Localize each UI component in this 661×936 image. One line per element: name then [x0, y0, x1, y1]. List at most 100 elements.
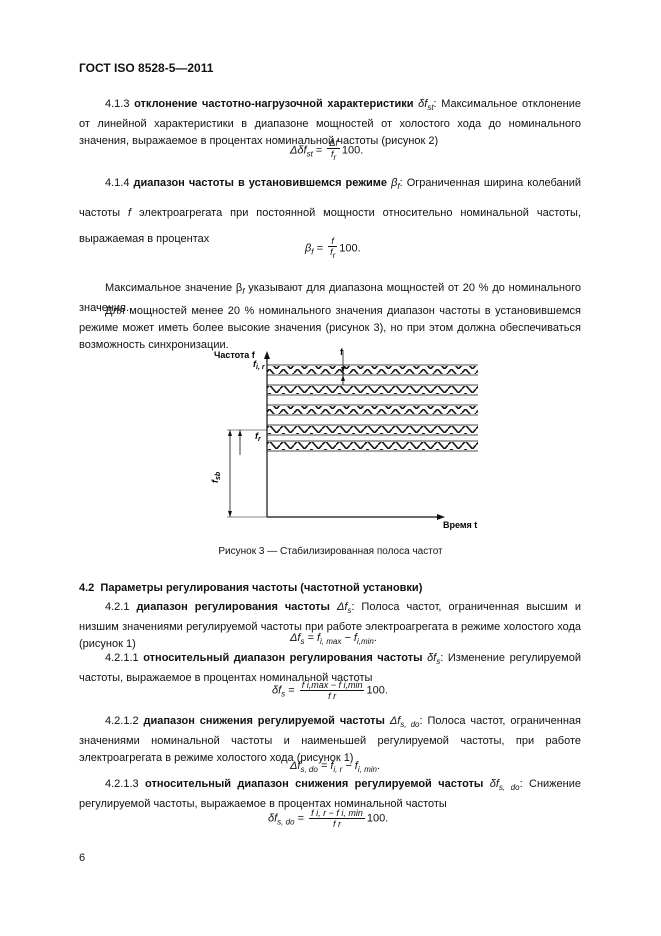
page-number: 6	[79, 852, 86, 864]
label-f-ir: fi, r	[253, 359, 266, 371]
equation-4-2-1: Δfs = fi, max − fi,min.	[290, 632, 377, 646]
section-number: 4.2.1	[105, 601, 130, 613]
eq-rhs: = f	[304, 632, 321, 644]
figure-caption: Рисунок 3 — Стабилизированная полоса час…	[218, 546, 443, 557]
section-4-2-heading: 4.2 Параметры регулирования частоты (час…	[79, 580, 581, 597]
term: относительный диапазон снижения регулиру…	[145, 778, 484, 790]
symbol: δf	[418, 98, 428, 110]
eq-lhs-sub: f	[311, 247, 314, 257]
eq-mid: − f	[342, 760, 358, 772]
term: отклонение частотно-нагрузочной характер…	[134, 98, 414, 110]
eq-den-sub: r	[332, 250, 336, 260]
document-header: ГОСТ ISO 8528-5—2011	[79, 61, 214, 75]
symbol: Δf	[336, 601, 348, 613]
paragraph-max-value: Максимальное значение βf указывают для д…	[79, 280, 581, 317]
eq-lhs-sub: s	[300, 637, 305, 647]
eq-denominator: f r	[328, 691, 337, 701]
symbol: Δf	[389, 715, 401, 727]
max-rest: указывают для диапазона мощностей от 20 …	[79, 282, 581, 315]
eq-rhs-sub1: i, max	[320, 637, 342, 647]
symbol-sub: s	[436, 657, 441, 667]
term: диапазон регулирования частоты	[136, 601, 330, 613]
svg-text:f: f	[340, 347, 344, 357]
eq-lhs: δf	[268, 812, 278, 825]
eq-denominator: f	[330, 247, 333, 257]
band-width-marker: f	[340, 347, 345, 385]
eq-tail: 100.	[341, 144, 364, 157]
eq-lhs-sub: s, do	[300, 765, 318, 775]
definition: : Максимальное отклонение от линейной ха…	[79, 98, 581, 148]
eq-denominator: f r	[332, 819, 341, 829]
term: диапазон частоты в установившемся режиме	[133, 177, 388, 189]
eq-tail: 100.	[339, 242, 361, 255]
eq-rhs-sub1: i, r	[333, 765, 343, 775]
eq-lhs: Δδf	[290, 144, 307, 157]
label-f-sb: fsb	[210, 471, 222, 483]
term: диапазон снижения регулируемой частоты	[143, 715, 385, 727]
section-4-2-1-2: 4.2.1.2 диапазон снижения регулируемой ч…	[79, 713, 581, 767]
section-4-2-1-3: 4.2.1.3 относительный диапазон снижения …	[79, 776, 581, 813]
symbol-sub: s, do	[400, 720, 420, 730]
eq-numerator: Δf	[329, 138, 338, 148]
x-axis-arrow-icon	[437, 514, 445, 520]
definition: : Изменение регулируемой частоты, выража…	[79, 652, 581, 685]
eq-end: .	[376, 760, 381, 772]
symbol: δf	[427, 652, 437, 664]
equation-4-2-1-2: Δfs, do = fi, r − fi, min.	[290, 760, 380, 774]
definition-part2: электроагрегата при постоянной мощности …	[79, 207, 582, 246]
f-sb-dimension	[227, 429, 267, 518]
section-4-2-1-1: 4.2.1.1 относительный диапазон регулиров…	[79, 650, 581, 687]
figure-stabilized-band: Частота f Время t f fi, r fr	[210, 347, 478, 530]
symbol: β	[391, 177, 398, 189]
definition: : Полоса частот, ограниченная значениями…	[79, 715, 581, 765]
eq-lhs-sub: s	[281, 689, 286, 699]
paragraph-less-20: Для мощностей менее 20 % номинального зн…	[79, 305, 581, 351]
x-axis-label: Время t	[443, 520, 477, 530]
section-number: 4.2.1.3	[105, 778, 139, 790]
eq-lhs: Δf	[290, 760, 301, 772]
section-4-1-3: 4.1.3 отклонение частотно-нагрузочной ха…	[79, 96, 581, 150]
symbol-sub: st	[427, 103, 434, 113]
y-axis-arrow-icon	[264, 351, 270, 359]
section-title: Параметры регулирования частоты (частотн…	[100, 582, 423, 594]
eq-denominator: f	[331, 149, 334, 159]
eq-lhs: δf	[272, 684, 282, 697]
symbol: δf	[489, 778, 499, 790]
eq-tail: 100.	[366, 684, 388, 697]
frequency-bands	[267, 364, 478, 452]
y-axis-label: Частота f	[214, 350, 256, 360]
symbol-sub: s, do	[498, 783, 520, 793]
eq-numerator: f	[331, 236, 334, 246]
eq-den-sub: r	[333, 152, 337, 162]
term: относительный диапазон регулирования час…	[143, 652, 423, 664]
definition: : Снижение регулируемой частоты, выражае…	[79, 778, 581, 811]
section-number: 4.2.1.1	[105, 652, 139, 664]
section-number: 4.1.3	[105, 98, 130, 110]
eq-numerator: f i,max − f i,min	[301, 680, 363, 690]
symbol-sub: s	[347, 606, 352, 616]
max-sub: f	[242, 287, 245, 297]
section-number: 4.1.4	[105, 177, 130, 189]
eq-tail: 100.	[366, 812, 389, 825]
eq-lhs-sub: s, do	[277, 817, 295, 827]
section-number: 4.2	[79, 582, 95, 594]
eq-rhs-sub2: i,min	[356, 637, 374, 647]
eq-end: .	[373, 632, 377, 644]
eq-lhs: Δf	[290, 632, 301, 644]
hat-f: f	[128, 207, 132, 220]
eq-lhs-sub: st	[306, 149, 313, 159]
section-number: 4.2.1.2	[105, 715, 139, 727]
eq-rhs-sub2: i, min	[357, 765, 377, 775]
section-4-2-1: 4.2.1 диапазон регулирования частоты Δfs…	[79, 599, 581, 653]
eq-numerator: f i, r − f i, min	[311, 808, 363, 818]
label-f-r: fr	[255, 431, 262, 443]
eq-lhs: β	[305, 242, 312, 255]
section-4-1-4: 4.1.4 диапазон частоты в установившемся …	[79, 170, 581, 252]
definition: : Полоса частот, ограниченная высшим и н…	[79, 601, 581, 651]
definition-part1: : Ограниченная ширина колебаний частоты	[79, 177, 582, 220]
max-text: Максимальное значение β	[105, 282, 243, 294]
